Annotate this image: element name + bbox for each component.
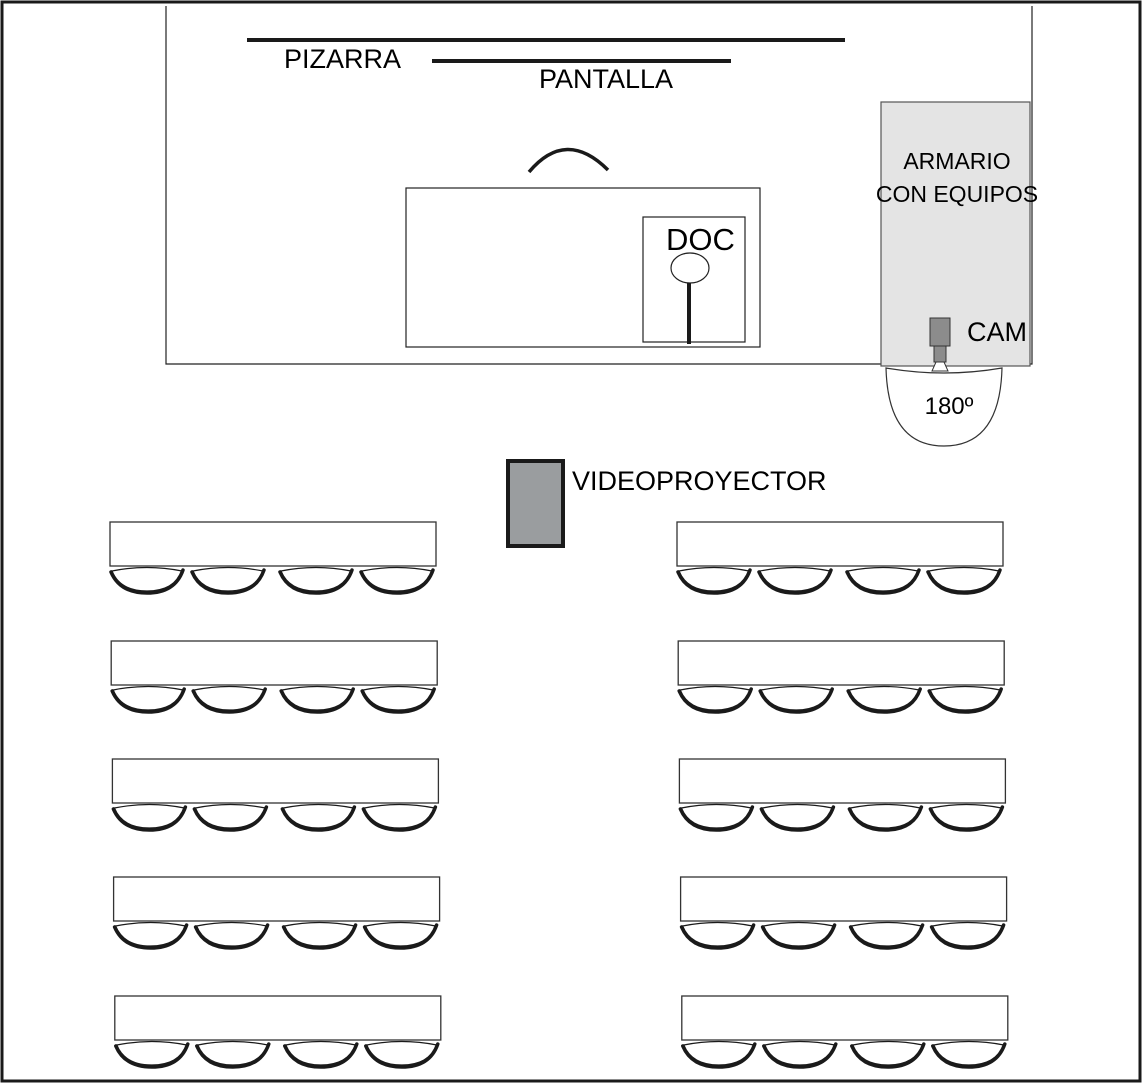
camera-base bbox=[931, 361, 949, 372]
teacher-chair bbox=[527, 147, 610, 174]
student-chair-back bbox=[191, 687, 267, 714]
student-chair-back bbox=[192, 805, 269, 832]
student-chair-back bbox=[195, 1042, 271, 1069]
student-chair-back bbox=[281, 923, 358, 950]
screen-label: PANTALLA bbox=[539, 64, 673, 94]
student-chair-back bbox=[926, 568, 1002, 595]
student-chair-back bbox=[109, 568, 185, 595]
student-area bbox=[109, 521, 1009, 1069]
student-chair-back bbox=[114, 1042, 190, 1069]
document-camera-lens bbox=[670, 252, 710, 284]
student-chair-back bbox=[678, 805, 755, 832]
equipment-cabinet bbox=[880, 101, 1031, 367]
student-chair-back bbox=[279, 687, 355, 714]
student-chair-back bbox=[278, 568, 354, 595]
student-chair-back bbox=[677, 687, 753, 714]
camera-label: CAM bbox=[967, 317, 1027, 347]
student-chair-back bbox=[929, 923, 1006, 950]
student-chair-back bbox=[112, 923, 189, 950]
student-chair-back bbox=[848, 923, 925, 950]
camera-mount bbox=[933, 345, 947, 363]
student-desk bbox=[676, 521, 1004, 567]
student-chair-back bbox=[850, 1042, 926, 1069]
student-chair-back bbox=[758, 687, 834, 714]
student-chair-back bbox=[931, 1042, 1007, 1069]
student-chair-back bbox=[676, 568, 752, 595]
student-chair-back bbox=[847, 805, 924, 832]
student-chair-back bbox=[845, 568, 921, 595]
student-chair-back bbox=[679, 923, 756, 950]
student-chair-back bbox=[111, 805, 188, 832]
student-chair-back bbox=[928, 805, 1005, 832]
teacher-area-outline bbox=[165, 6, 1033, 365]
student-chair-back bbox=[359, 568, 435, 595]
student-desk bbox=[114, 995, 442, 1041]
camera-view-angle bbox=[885, 367, 1003, 447]
video-projector bbox=[506, 459, 565, 548]
student-chair-back bbox=[360, 687, 436, 714]
student-chair-back bbox=[846, 687, 922, 714]
student-desk bbox=[679, 876, 1008, 922]
student-chair-back bbox=[681, 1042, 757, 1069]
student-desk bbox=[111, 758, 440, 804]
student-chair-back bbox=[190, 568, 266, 595]
camera-angle-label: 180º bbox=[925, 393, 974, 420]
document-camera-label: DOC bbox=[666, 222, 735, 257]
student-desk bbox=[678, 758, 1007, 804]
student-desk bbox=[677, 640, 1005, 686]
video-projector-label: VIDEOPROYECTOR bbox=[572, 466, 827, 496]
cabinet-label-line2: CON EQUIPOS bbox=[876, 181, 1038, 207]
student-chair-back bbox=[762, 1042, 838, 1069]
whiteboard-label: PIZARRA bbox=[284, 44, 401, 74]
cabinet-label-line1: ARMARIO bbox=[903, 148, 1010, 174]
student-chair-back bbox=[110, 687, 186, 714]
student-chair-back bbox=[361, 805, 438, 832]
document-camera-box bbox=[642, 216, 746, 343]
student-chair-back bbox=[280, 805, 357, 832]
student-chair-back bbox=[362, 923, 439, 950]
student-chair-back bbox=[283, 1042, 359, 1069]
teacher-desk bbox=[405, 187, 761, 348]
student-chair-back bbox=[759, 805, 836, 832]
camera-icon bbox=[929, 317, 951, 347]
student-desk bbox=[681, 995, 1009, 1041]
student-chair-back bbox=[364, 1042, 440, 1069]
student-desk bbox=[109, 521, 437, 567]
student-chair-back bbox=[760, 923, 837, 950]
student-chair-back bbox=[757, 568, 833, 595]
student-chair-back bbox=[193, 923, 270, 950]
student-desk bbox=[110, 640, 438, 686]
student-desk bbox=[112, 876, 441, 922]
student-chair-back bbox=[927, 687, 1003, 714]
